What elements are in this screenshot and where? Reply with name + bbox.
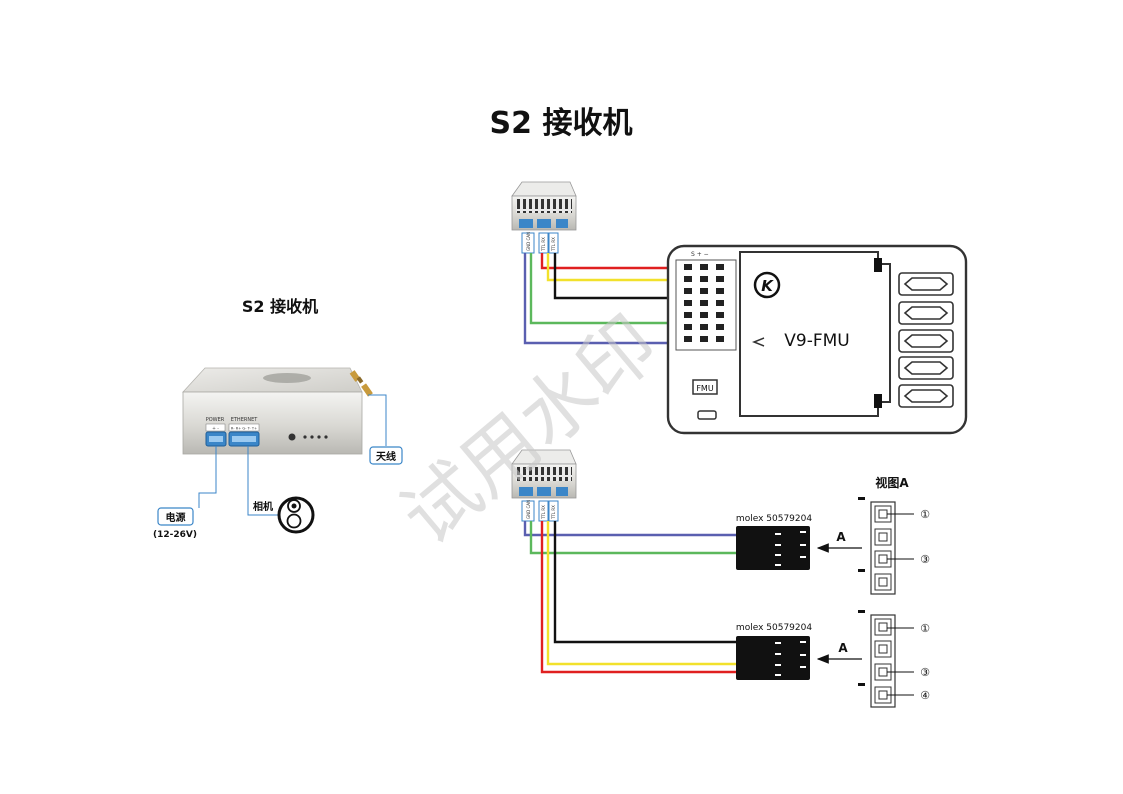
molex-connector-1 [736, 526, 810, 570]
page-title: S2 接收机 [490, 106, 633, 141]
pin-tag-gnd-can-b: GND CAN [526, 500, 531, 519]
view-a-bottom-pin-3: ③ [920, 666, 930, 679]
power-pin-label: + - [212, 426, 219, 432]
voltage-callout: (12-26V) [153, 530, 197, 540]
receiver-module-bottom [511, 449, 577, 499]
fmu-wires [523, 253, 694, 345]
view-a-bottom [858, 610, 914, 708]
receiver-pin-tags-top: GND CAN TTL RX TTL RX [521, 232, 559, 254]
button-icon [288, 433, 296, 441]
camera-callout: 相机 [253, 500, 273, 513]
power-port-label: POWER [206, 417, 225, 423]
direction-arrow-icon [751, 337, 765, 347]
fmu-model: V9-FMU [784, 331, 849, 351]
view-a-top [858, 497, 914, 595]
pin-tag-gnd-can: GND CAN [526, 232, 531, 251]
pin-tag-ttl-rx-1: TTL RX [541, 237, 546, 252]
ethernet-port-label: ETHERNET [231, 417, 259, 423]
pin-tag-ttl-rx-2: TTL RX [551, 237, 556, 252]
view-a-title: 视图A [875, 475, 909, 490]
view-a-top-pin-3: ③ [920, 553, 930, 566]
fmu-pin-marks: S + − [691, 251, 709, 258]
view-arrow-label-2: A [838, 641, 848, 655]
antenna-connector-icon [349, 370, 373, 397]
view-a-bottom-pin-1: ① [920, 622, 930, 635]
device-title: S2 接收机 [242, 297, 318, 316]
fmu-side-ports [898, 272, 954, 408]
device-callout-lines [198, 394, 387, 516]
fmu-pin-header [675, 259, 737, 351]
k-logo-icon [753, 271, 781, 299]
antenna-callout: 天线 [376, 450, 396, 463]
molex-part-1: molex 50579204 [736, 514, 812, 524]
pin-tag-ttl-rx-2-b: TTL RX [551, 505, 556, 520]
molex-connector-2 [736, 636, 810, 680]
power-callout: 电源 [166, 511, 186, 524]
camera-icon [277, 496, 315, 534]
watermark: 试用水印 [384, 298, 674, 562]
v9-fmu: S + − K V9-FMU FMU [666, 244, 968, 435]
receiver-pin-tags-bottom: GND CAN TTL RX TTL RX [521, 500, 559, 522]
receiver-module-top [511, 181, 577, 231]
fmu-led-icon [697, 410, 717, 420]
view-arrow-label-1: A [836, 530, 846, 544]
s2-receiver-device: POWER ETHERNET + - R- R+ G- T- T+ [182, 367, 373, 455]
view-a-top-pin-1: ① [920, 508, 930, 521]
pin-tag-ttl-rx-1-b: TTL RX [541, 505, 546, 520]
fmu-badge: FMU [696, 384, 714, 393]
k-logo-text: K [761, 277, 774, 295]
view-a-bottom-pin-4: ④ [920, 689, 930, 702]
molex-part-2: molex 50579204 [736, 623, 812, 633]
ethernet-pin-label: R- R+ G- T- T+ [231, 427, 257, 431]
fan-grille [263, 373, 311, 383]
molex-wires [523, 521, 736, 674]
